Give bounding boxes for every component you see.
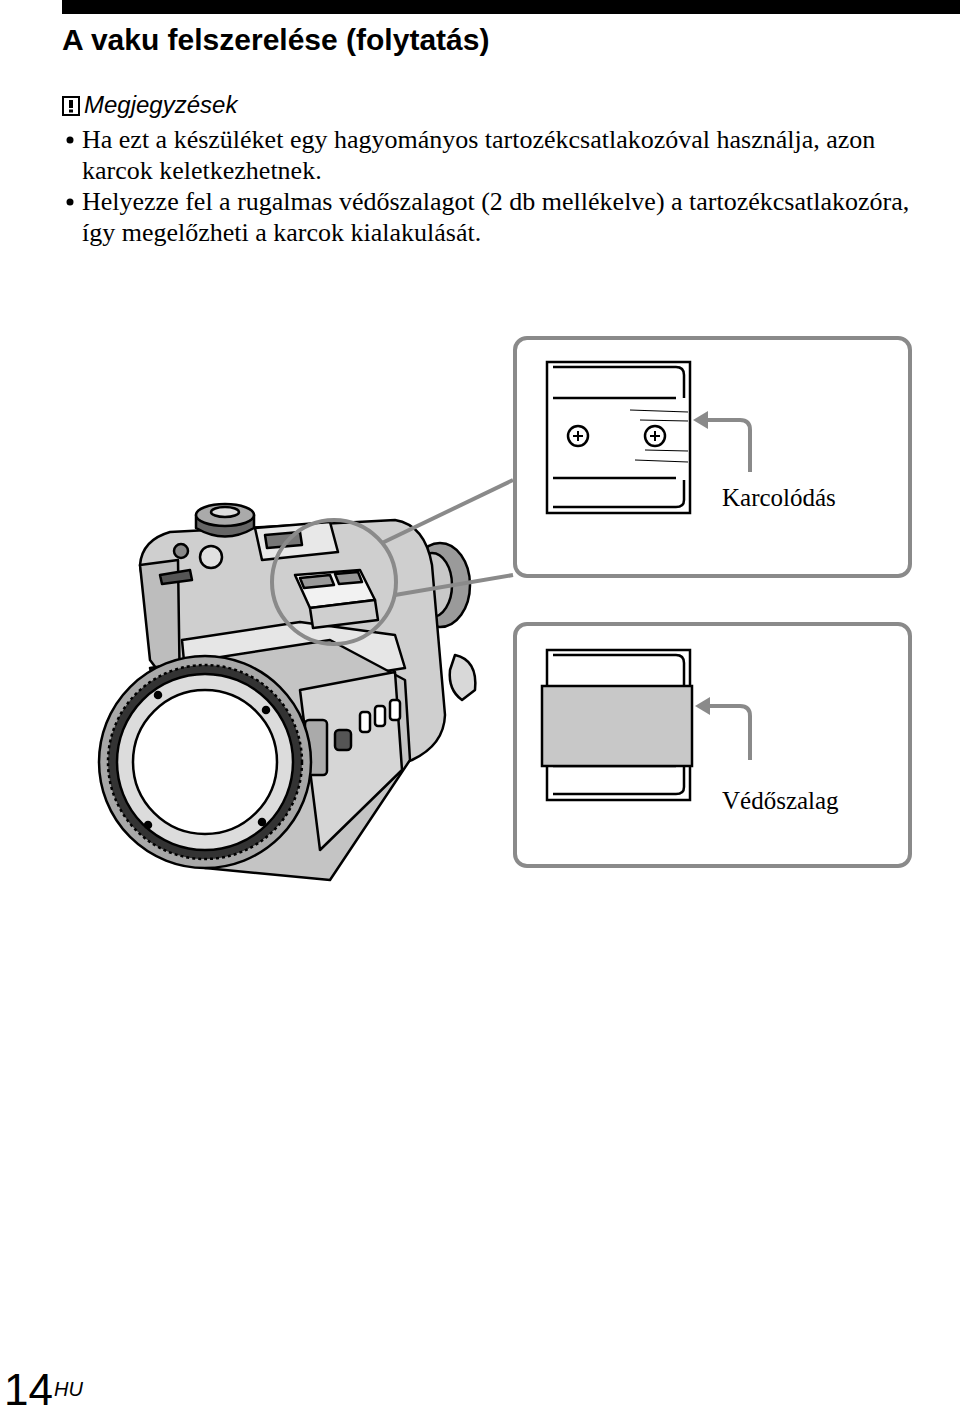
hot-shoe-tape	[542, 650, 692, 800]
callout-panel: Karcolódás	[513, 336, 912, 578]
hot-shoe-scratch	[547, 362, 690, 513]
leader-line	[693, 411, 750, 472]
notes-heading: Megjegyzések	[84, 90, 237, 120]
panel-label: Karcolódás	[722, 483, 836, 513]
note-icon	[62, 96, 80, 116]
header-bar	[62, 0, 960, 14]
note-text: Helyezze fel a rugalmas védőszalagot (2 …	[82, 186, 947, 248]
page-title: A vaku felszerelése (folytatás)	[62, 22, 489, 58]
callout-panel: Védőszalag	[513, 622, 912, 868]
camera-illustration	[99, 504, 475, 880]
zoom-callout	[272, 480, 513, 644]
panel-label: Védőszalag	[722, 786, 839, 816]
language-code: HU	[54, 1378, 83, 1400]
note-text: Ha ezt a készüléket egy hagyományos tart…	[82, 124, 947, 186]
page-number: 14	[4, 1368, 53, 1412]
bullet	[67, 199, 74, 206]
bullet	[67, 137, 74, 144]
leader-line	[695, 697, 750, 760]
